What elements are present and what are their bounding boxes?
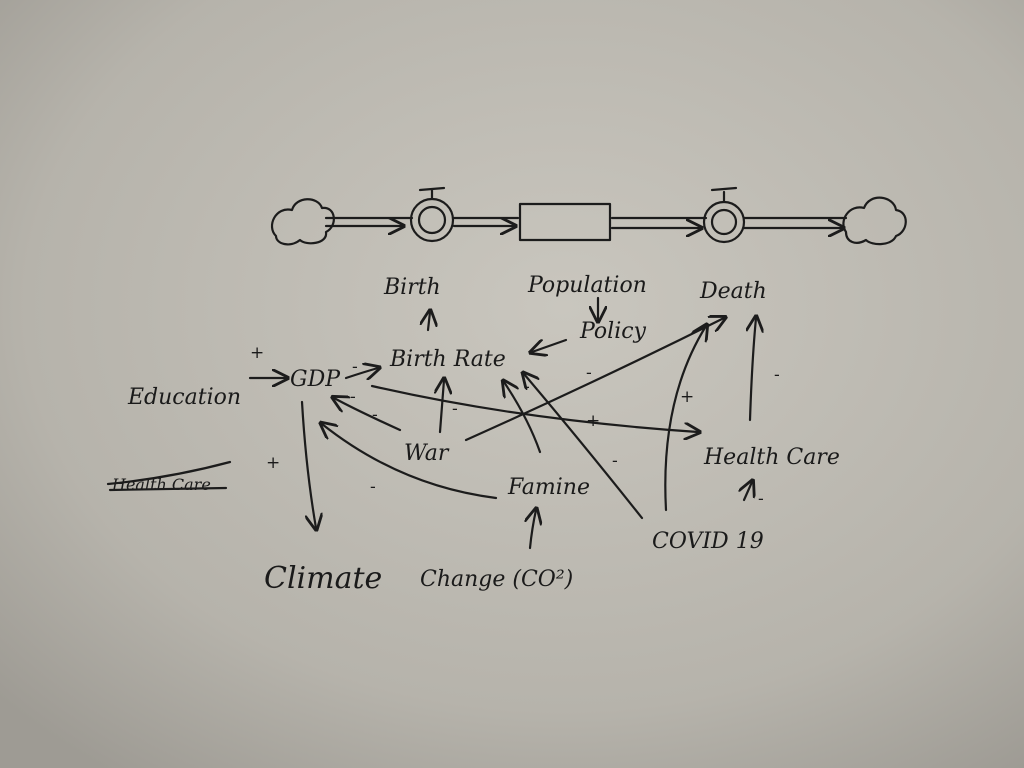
causal-links: [248, 296, 756, 550]
label-birth: Birth: [383, 275, 441, 300]
sign-covid-birthrate: -: [612, 451, 618, 471]
death-valve-inner: [710, 208, 738, 236]
link-covid-birthrate: [524, 374, 644, 520]
label-health-care: Health Care: [703, 445, 840, 470]
link-war-birthrate: [440, 380, 444, 434]
label-war: War: [404, 441, 450, 466]
strike-through: [106, 460, 232, 492]
label-population: Population: [527, 273, 647, 298]
sign-gdp-healthcare: +: [586, 411, 600, 431]
label-birth-rate: Birth Rate: [389, 347, 506, 372]
label-climate: Climate: [264, 561, 382, 596]
birth-valve-inner: [417, 205, 447, 235]
sign-population-policy: -: [586, 363, 592, 383]
sign-healthcare-death: -: [774, 365, 780, 385]
link-gdp-climate: [300, 400, 316, 528]
struck-health-care: Health Care: [106, 460, 232, 494]
sign-famine-gdp: -: [370, 477, 376, 497]
link-famine-birthrate: [504, 382, 542, 454]
death-valve-handle: [710, 186, 738, 204]
sign-covid-healthcare: -: [758, 489, 764, 509]
sign-war-gdp: -: [372, 405, 378, 425]
sink-cloud: [842, 196, 907, 246]
sign-covid-death: +: [680, 387, 694, 407]
sign-war-birthrate: -: [452, 399, 458, 419]
label-policy: Policy: [579, 319, 647, 344]
node-labels: Birth Population Policy Death Education …: [106, 273, 840, 596]
label-covid: COVID 19: [652, 529, 764, 554]
sign-gdp-climate: +: [266, 453, 280, 473]
label-death: Death: [699, 279, 767, 304]
sign-covid-birthrate-top: -: [524, 377, 530, 397]
link-gdp-birthrate: [344, 368, 378, 378]
sign-gdp-birthrate: -: [352, 357, 358, 377]
sign-education-gdp: +: [250, 343, 264, 363]
link-covid-death: [664, 326, 706, 512]
polarity-signs: + - + - - - - - - + - + - -: [250, 343, 780, 509]
birth-valve-handle: [418, 186, 446, 201]
link-birthrate-birth: [428, 312, 430, 332]
label-change-co2: Change (CO²): [420, 567, 573, 592]
population-stock: [518, 202, 612, 242]
link-healthcare-death: [750, 318, 756, 422]
link-gdp-healthcare: [370, 384, 698, 432]
link-famine-gdp: [322, 424, 498, 500]
label-famine: Famine: [507, 475, 590, 500]
link-climate-famine: [530, 510, 536, 550]
label-education: Education: [127, 385, 241, 410]
link-policy-birthrate: [532, 338, 568, 352]
label-gdp: GDP: [290, 367, 341, 392]
link-covid-healthcare: [744, 482, 752, 502]
stock-flow-row: [270, 186, 907, 246]
link-war-gdp: [334, 398, 402, 432]
sign-war-gdp-a: -: [350, 387, 356, 407]
